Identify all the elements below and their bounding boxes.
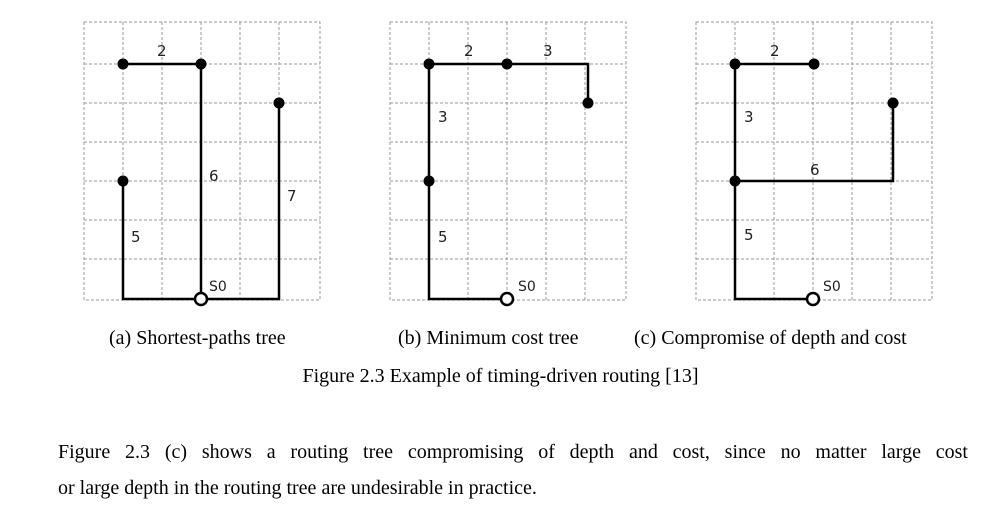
source-node [499, 291, 515, 307]
edge-label: 5 [744, 226, 754, 244]
sink-node [808, 58, 820, 70]
sink-node [117, 175, 129, 187]
sink-node [501, 58, 513, 70]
edge-label: 3 [744, 108, 754, 126]
edge-source-to-right [199, 101, 281, 301]
routing-diagram-b: 2 3 3 5 S0 [389, 21, 627, 307]
edge-label: 3 [543, 42, 553, 60]
edge-label: 2 [770, 42, 780, 60]
caption-c: (c) Compromise of depth and cost [634, 327, 907, 349]
edge-label: 2 [157, 42, 167, 60]
source-node [193, 291, 209, 307]
edge-label: 5 [131, 228, 141, 246]
steiner-node [729, 175, 741, 187]
source-label: S0 [209, 279, 227, 295]
edge-label: 7 [287, 187, 297, 205]
edge-label: 6 [209, 167, 219, 185]
sink-node [729, 58, 741, 70]
edge-label: 2 [464, 42, 474, 60]
sink-node [273, 97, 285, 109]
edge-label: 3 [438, 108, 448, 126]
panel-c-compromise-tree: 2 3 6 5 S0 [695, 21, 934, 307]
panel-b-minimum-cost-tree: 2 3 3 5 S0 [389, 21, 628, 307]
source-label: S0 [518, 279, 536, 295]
paragraph-line-2: or large depth in the routing tree are u… [58, 477, 537, 499]
paragraph-line-1: Figure 2.3 (c) shows a routing tree comp… [58, 441, 968, 463]
edge-label: 6 [810, 161, 820, 179]
edge-label: 5 [438, 228, 448, 246]
caption-a: (a) Shortest-paths tree [109, 327, 286, 349]
edge-branch [733, 101, 895, 183]
sink-node [195, 58, 207, 70]
body-paragraph: Figure 2.3 (c) shows a routing tree comp… [58, 434, 968, 506]
figure-title: Figure 2.3 Example of timing-driven rout… [302, 365, 699, 387]
routing-diagram-a: 2 6 5 7 S0 [83, 21, 321, 307]
panel-a-shortest-paths-tree: 2 6 5 7 S0 [83, 21, 322, 307]
sink-node [582, 97, 594, 109]
caption-b: (b) Minimum cost tree [398, 327, 579, 349]
sink-node [117, 58, 129, 70]
sink-node [423, 58, 435, 70]
routing-diagram-c: 2 3 6 5 S0 [695, 21, 933, 307]
sink-node [423, 175, 435, 187]
edge-source-to-left [121, 179, 203, 301]
source-label: S0 [823, 279, 841, 295]
source-node [805, 291, 821, 307]
sink-node [887, 97, 899, 109]
